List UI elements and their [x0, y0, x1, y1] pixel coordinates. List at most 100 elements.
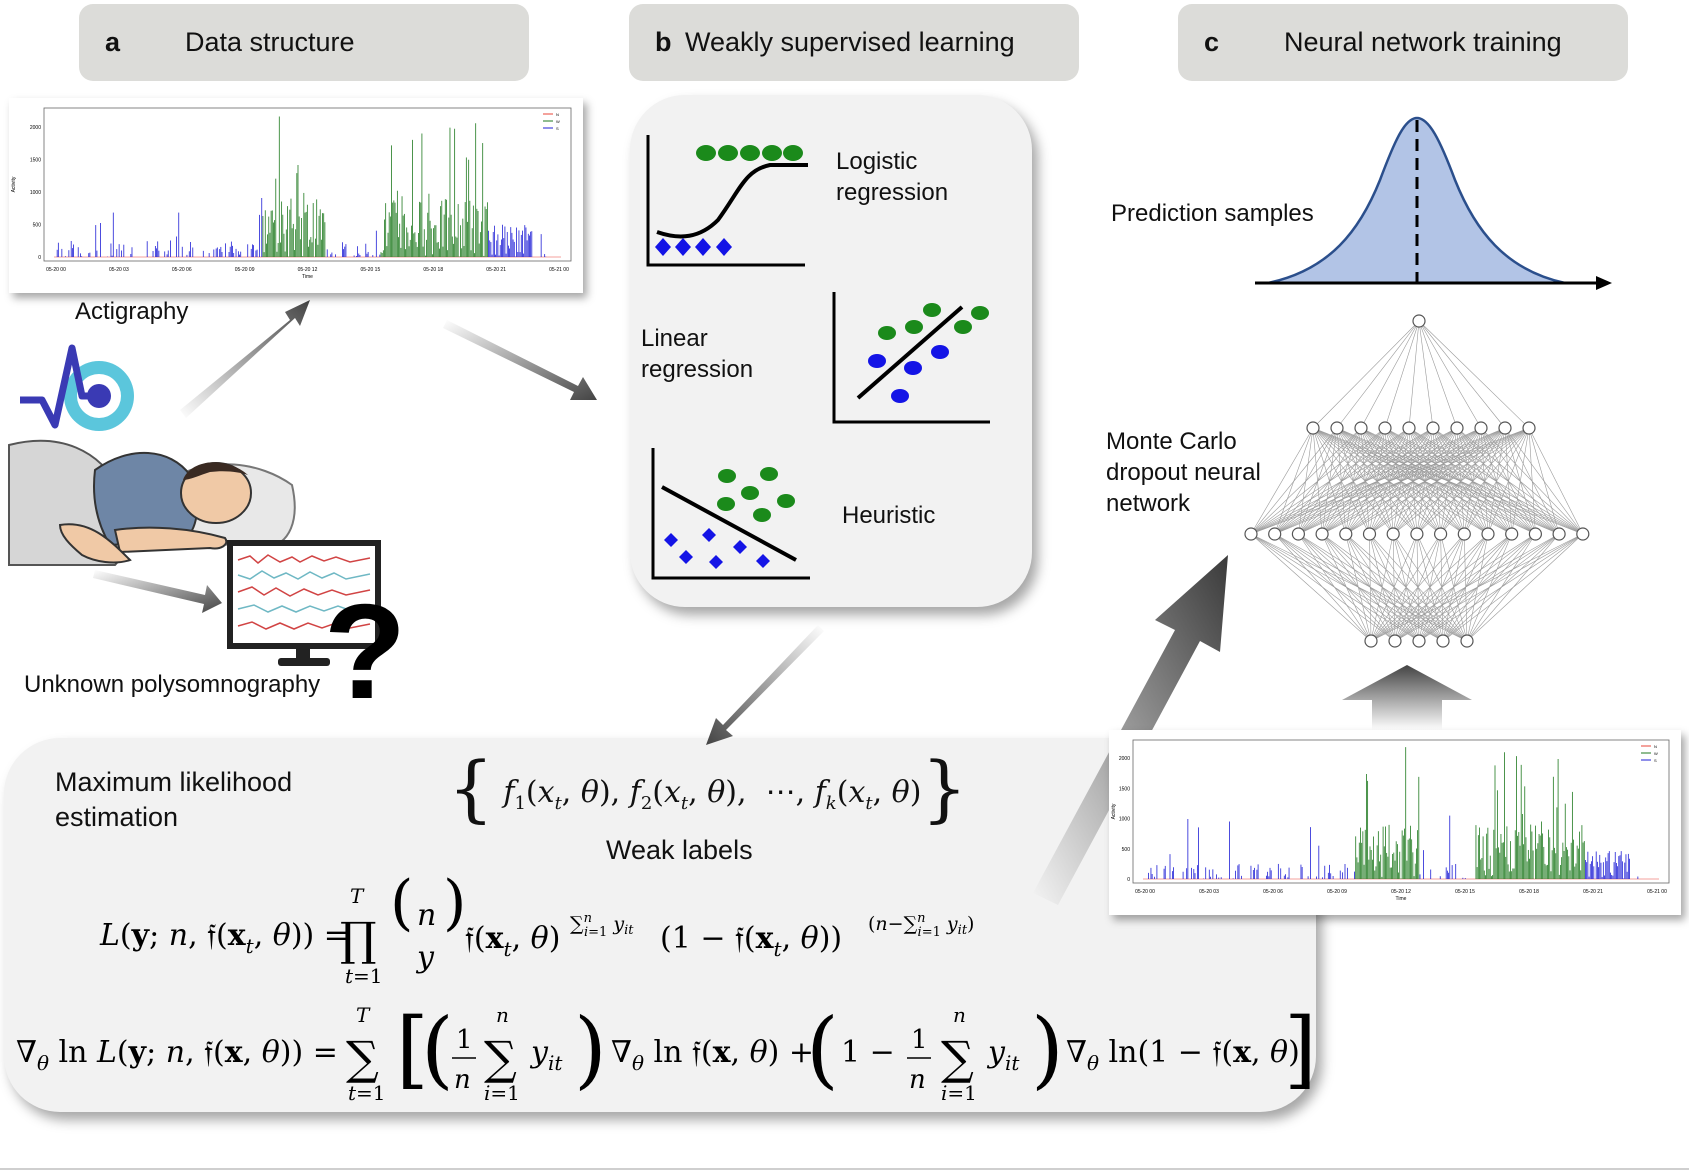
network-edge [1416, 427, 1530, 535]
network-edge [1250, 427, 1386, 535]
network-edge [1466, 533, 1584, 642]
linear-regression-label: Linear regression [641, 325, 754, 384]
svg-text:∏: ∏ [340, 912, 377, 966]
prediction-samples-label: Prediction samples [1111, 200, 1314, 227]
chart-ytick-label: 1500 [1119, 786, 1130, 792]
panel-title: Weakly supervised learning [685, 27, 1015, 57]
svg-text:[: [ [396, 1000, 429, 1098]
mc-dropout-network [1244, 314, 1590, 648]
network-node [1412, 314, 1426, 328]
network-edge [1418, 320, 1506, 429]
unknown-psg-label: Unknown polysomnography [24, 671, 321, 698]
svg-text:∑: ∑ [941, 1031, 974, 1085]
network-node [1306, 421, 1320, 435]
network-node [1522, 421, 1536, 435]
logistic-regression-label: Logistic regression [836, 148, 949, 207]
chart-xlabel: Time [302, 274, 313, 280]
network-edge [1464, 427, 1530, 535]
psg-monitor-icon [227, 540, 381, 666]
network-node [1364, 634, 1378, 648]
prediction-distribution [1255, 116, 1612, 290]
network-edge [1250, 427, 1482, 535]
svg-text:𝔣(xt, θ): 𝔣(xt, θ) [465, 921, 560, 961]
linear-plot [832, 292, 990, 424]
network-node [1412, 634, 1426, 648]
network-node [1330, 421, 1344, 435]
svg-text:n: n [953, 1003, 966, 1027]
network-edge [1250, 427, 1530, 535]
network-node [1402, 421, 1416, 435]
svg-text:t=1: t=1 [348, 1081, 386, 1105]
network-node [1576, 527, 1590, 541]
network-node [1436, 634, 1450, 648]
network-edge [1321, 533, 1372, 642]
network-edge [1321, 427, 1530, 535]
svg-text:): ) [443, 868, 466, 938]
network-node [1291, 527, 1306, 541]
chart-ytick-label: 1000 [1119, 817, 1130, 823]
chart-xtick-label: 05-21 00 [1647, 889, 1667, 895]
network-node [1481, 527, 1495, 541]
network-edge [1274, 533, 1372, 642]
svg-text:1: 1 [911, 1025, 928, 1055]
panel-a-header: a Data structure [79, 4, 529, 81]
network-edge [1408, 320, 1420, 429]
svg-text:T: T [356, 1003, 371, 1027]
logistic-plot [646, 135, 808, 267]
svg-text:L(y; n, 𝔣(xt, θ)) =: L(y; n, 𝔣(xt, θ)) = [99, 918, 349, 958]
network-edge [1370, 533, 1536, 642]
chart-ytick-label: 2000 [1119, 756, 1130, 762]
chart-ytick-label: 1500 [30, 158, 41, 164]
legend-entry: N [1654, 744, 1657, 749]
network-node [1474, 421, 1488, 435]
svg-text:T: T [350, 884, 365, 908]
network-edge [1394, 533, 1583, 642]
heuristic-label: Heuristic [842, 502, 936, 529]
network-edge [1440, 427, 1530, 535]
network-edge [1442, 533, 1583, 642]
network-edge [1384, 320, 1420, 429]
panel-title: Neural network training [1284, 27, 1562, 57]
network-edge [1370, 533, 1583, 642]
network-node [1505, 527, 1519, 541]
network-edge [1369, 427, 1530, 535]
arrow-to-weak-learners [443, 320, 597, 400]
network-edge [1370, 533, 1394, 642]
network-edge [1336, 320, 1420, 429]
weak-labels-label: Weak labels [606, 835, 753, 865]
network-edge [1370, 533, 1465, 642]
chart-xtick-label: 05-20 00 [46, 267, 66, 273]
chart-xtick-label: 05-20 12 [298, 267, 318, 273]
legend-entry: W [556, 119, 560, 124]
svg-text:(n−∑ni=1 yit): (n−∑ni=1 yit) [868, 911, 974, 940]
network-edge [1370, 533, 1441, 642]
legend-entry: W [1654, 751, 1658, 756]
network-node [1268, 527, 1282, 541]
network-edge [1370, 533, 1418, 642]
network-edge [1370, 533, 1512, 642]
chart-xtick-label: 05-20 21 [1583, 889, 1603, 895]
actigraphy-label: Actigraphy [75, 298, 189, 325]
network-edge [1487, 427, 1530, 535]
network-edge [1250, 427, 1314, 535]
chart-xtick-label: 05-20 03 [1199, 889, 1219, 895]
svg-text:(: ( [421, 1000, 454, 1098]
network-edge [1370, 533, 1489, 642]
chart-xtick-label: 05-20 00 [1135, 889, 1155, 895]
chart-ytick-label: 500 [33, 223, 42, 229]
svg-text:1: 1 [456, 1025, 473, 1055]
chart-ytick-label: 0 [38, 255, 41, 261]
network-edge [1360, 320, 1420, 429]
arrow-chart-to-network [1342, 665, 1472, 730]
svg-text:∑: ∑ [346, 1031, 379, 1085]
network-edge [1250, 427, 1410, 535]
chart-xtick-label: 05-20 15 [361, 267, 381, 273]
chart-xtick-label: 05-21 00 [549, 267, 569, 273]
svg-text:(1 − 𝔣(xt, θ)): (1 − 𝔣(xt, θ)) [660, 921, 842, 961]
network-edge [1418, 533, 1583, 642]
network-edge [1369, 533, 1372, 642]
network-edge [1274, 427, 1530, 535]
svg-text:∇θ ln 𝔣(x, θ) +: ∇θ ln 𝔣(x, θ) + [611, 1035, 814, 1075]
